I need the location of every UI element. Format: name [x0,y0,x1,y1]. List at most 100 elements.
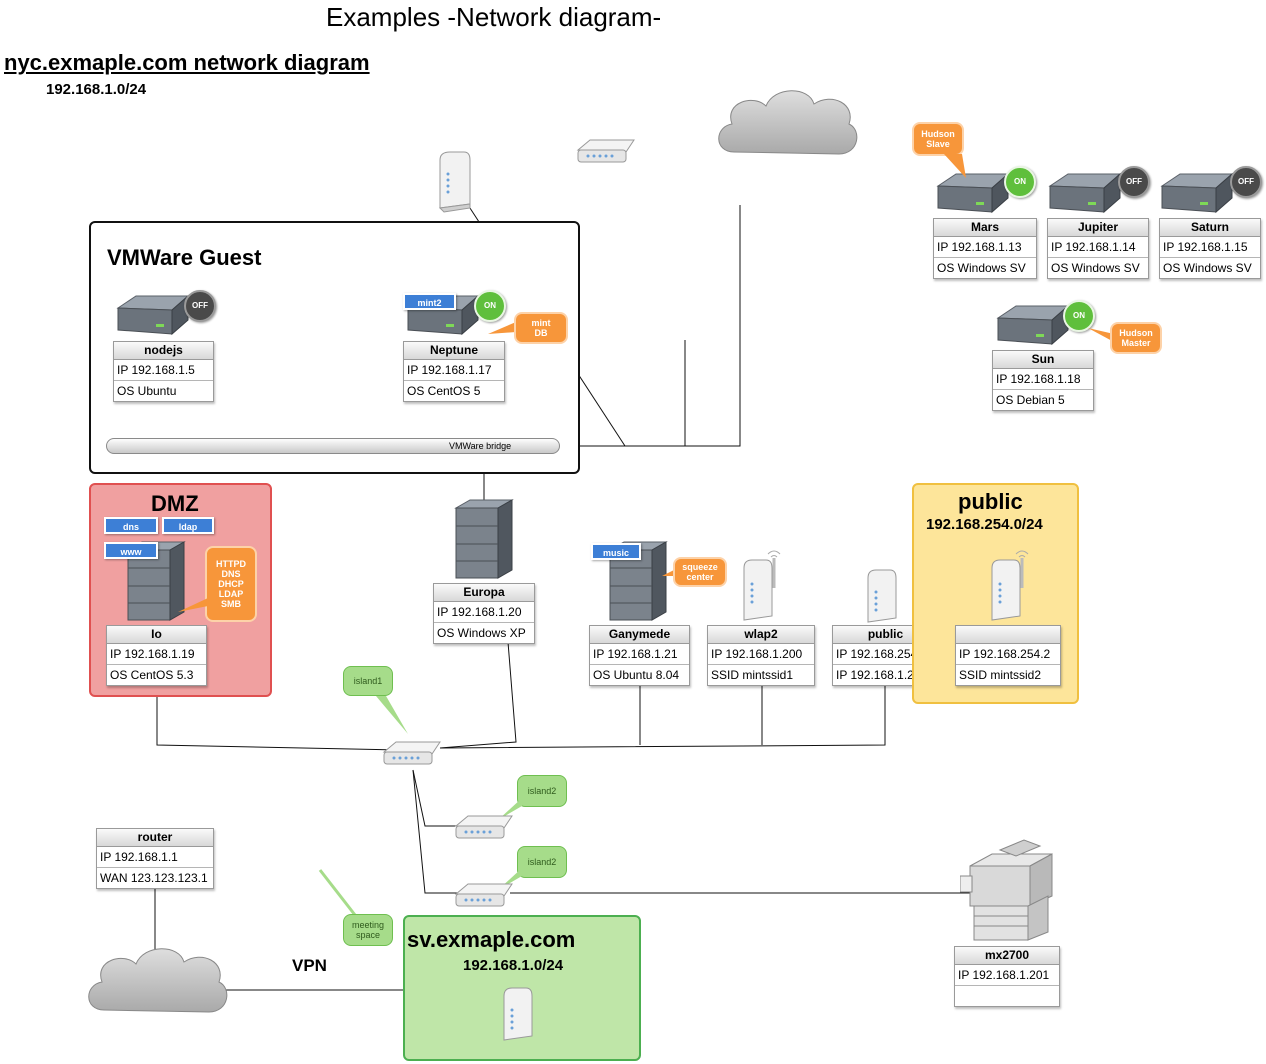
hudson-master-pointer [1088,328,1114,342]
dmz-services-pointer [178,598,208,612]
saturn-ip: IP 192.168.1.15 [1160,237,1260,258]
io-ip: IP 192.168.1.19 [107,644,206,665]
public-gateway-icon [867,569,897,623]
hudson-slave-pointer [944,154,966,178]
switch-icon [576,139,635,163]
meeting-pointer [318,869,357,916]
dmz-services-callout: HTTPD DNS DHCP LDAP SMB [205,546,257,622]
island2a-pointer [498,798,522,820]
nodejs-status-off: OFF [184,290,216,322]
island2-callout-a: island2 [517,775,567,807]
nodejs-os: OS Ubuntu [117,384,177,398]
ganymede-card: Ganymede IP 192.168.1.21 OS Ubuntu 8.04 [589,625,690,686]
public-ap-ssid: SSID mintssid2 [959,668,1042,682]
island1-callout: island1 [343,666,393,696]
europa-name: Europa [434,584,534,602]
sun-card: Sun IP 192.168.1.18 OS Debian 5 [992,350,1094,411]
nodejs-ip: IP 192.168.1.5 [114,360,213,381]
saturn-status-off: OFF [1230,166,1262,198]
sv-subnet: 192.168.1.0/24 [463,957,564,974]
meeting-space-callout: meeting space [343,914,393,946]
vpn-cloud-icon [88,948,228,1013]
www-tag: www [104,542,158,559]
sun-status-on: ON [1063,300,1095,332]
ldap-tag: ldap [162,517,214,534]
router-name: router [97,829,213,847]
router-wan: WAN 123.123.123.1 [100,871,208,885]
wlap2-ip: IP 192.168.1.200 [708,644,814,665]
sun-name: Sun [993,351,1093,369]
mint-db-callout: mint DB [514,312,568,344]
europa-os: OS Windows XP [437,626,526,640]
wire-lan-right [439,684,886,749]
vpn-label: VPN [292,956,327,975]
dns-tag: dns [104,517,158,534]
jupiter-name: Jupiter [1048,219,1148,237]
wlap2-name: wlap2 [708,626,814,644]
mars-os: OS Windows SV [937,261,1026,275]
router-card: router IP 192.168.1.1 WAN 123.123.123.1 [96,828,214,889]
saturn-card: Saturn IP 192.168.1.15 OS Windows SV [1159,218,1261,279]
vmware-bridge: VMWare bridge [106,438,560,454]
public-gateway-ip2: IP 192.168.1.254 [836,668,928,682]
wire-switch-island2a [412,769,458,827]
mx2700-card: mx2700 IP 192.168.1.201 [954,946,1060,1007]
nodejs-card: nodejs IP 192.168.1.5 OS Ubuntu [113,341,214,402]
saturn-os: OS Windows SV [1163,261,1252,275]
hudson-slave-callout: Hudson Slave [912,122,964,156]
public-zone-title: public [958,489,1023,514]
vmware-group-title: VMWare Guest [107,245,262,270]
printer-icon [960,839,1053,941]
nodejs-name: nodejs [114,342,213,360]
ganymede-name: Ganymede [590,626,689,644]
mars-name: Mars [934,219,1036,237]
mint-db-pointer [488,322,516,334]
jupiter-server-icon [1048,172,1122,214]
io-os: OS CentOS 5.3 [110,668,194,682]
dmz-title: DMZ [151,491,199,516]
wire-io-switch [156,684,401,751]
public-gateway-ip1: IP 192.168.254.1 [833,644,938,665]
europa-card: Europa IP 192.168.1.20 OS Windows XP [433,583,535,644]
sun-ip: IP 192.168.1.18 [993,369,1093,390]
wlap2-wireless-icon [743,550,781,621]
neptune-status-on: ON [474,290,506,322]
internet-cloud-icon [718,90,858,155]
public-ap-ip: IP 192.168.254.2 [956,644,1060,665]
io-card: Io IP 192.168.1.19 OS CentOS 5.3 [106,625,207,686]
sun-os: OS Debian 5 [996,393,1065,407]
public-gateway-name: public [833,626,938,644]
wire-bridge-uplink [560,205,741,447]
page-title: Examples -Network diagram- [326,2,662,32]
vmware-bridge-label: VMWare bridge [449,441,512,451]
hudson-master-callout: Hudson Master [1110,322,1162,354]
music-tag: music [591,543,641,560]
mx2700-name: mx2700 [955,947,1059,965]
europa-tower-icon [454,499,514,579]
mx2700-ip: IP 192.168.1.201 [955,965,1059,986]
nodejs-server-icon [116,294,190,336]
router-ip: IP 192.168.1.1 [97,847,213,868]
europa-ip: IP 192.168.1.20 [434,602,534,623]
jupiter-ip: IP 192.168.1.14 [1048,237,1148,258]
island2-callout-b: island2 [517,846,567,878]
wlap2-ssid: SSID mintssid1 [711,668,794,682]
jupiter-status-off: OFF [1118,166,1150,198]
wlap2-card: wlap2 IP 192.168.1.200 SSID mintssid1 [707,625,815,686]
sun-server-icon [996,304,1070,346]
jupiter-os: OS Windows SV [1051,261,1140,275]
mx2700-empty [955,986,1059,1006]
wire-switch-island2b [412,769,458,894]
island1-pointer [376,696,408,734]
nyc-subnet: 192.168.1.0/24 [46,81,147,98]
jupiter-card: Jupiter IP 192.168.1.14 OS Windows SV [1047,218,1149,279]
public-zone-subnet: 192.168.254.0/24 [926,516,1043,533]
sv-access-point-icon [503,987,533,1041]
island2-switch-b-icon [454,883,513,907]
saturn-name: Saturn [1160,219,1260,237]
public-ap-wireless-icon [991,550,1029,621]
wire-europa-switch [439,641,517,749]
sv-title: sv.exmaple.com [407,927,576,952]
mars-server-icon [936,172,1010,214]
neptune-ip: IP 192.168.1.17 [404,360,504,381]
